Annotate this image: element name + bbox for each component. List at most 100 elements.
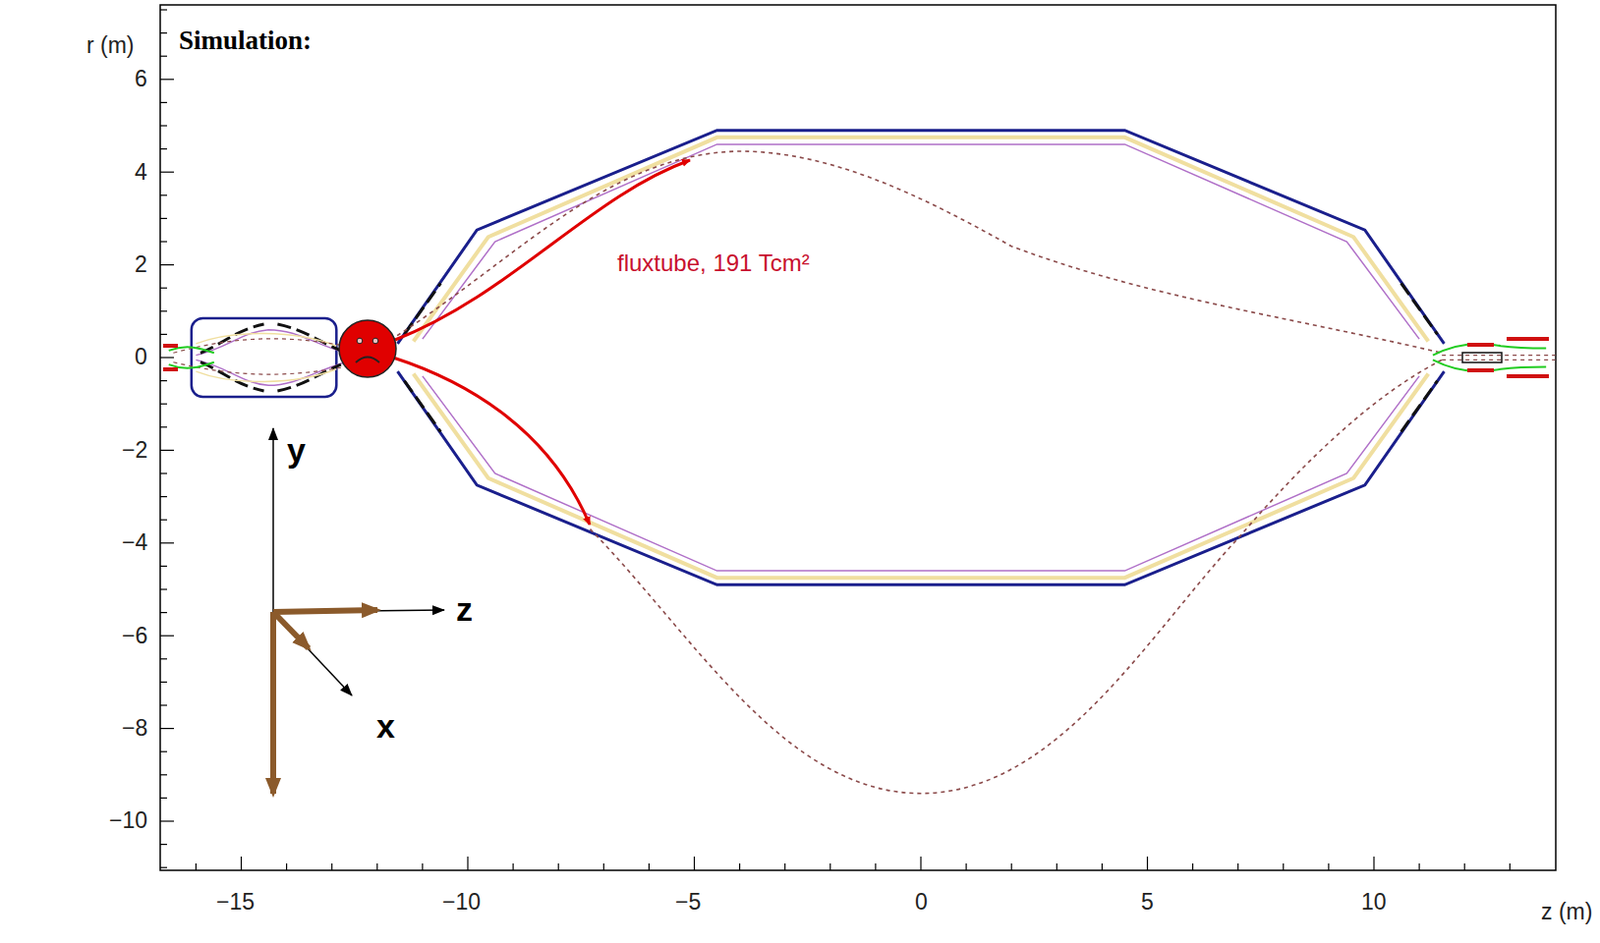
axis-tick	[160, 32, 168, 34]
magnet-coil	[163, 343, 178, 348]
axis-tick	[160, 566, 168, 568]
axis-tick	[160, 194, 168, 196]
axis-tick	[376, 863, 378, 871]
tick-label: 0	[914, 890, 928, 915]
axis-tick	[965, 863, 967, 871]
tick-label: −6	[121, 624, 148, 649]
axis-tick	[160, 496, 168, 498]
tick-label: −10	[442, 890, 481, 915]
axis-title: r (m)	[86, 33, 135, 58]
z-axis-arrow	[273, 610, 445, 613]
axis-tick	[1372, 857, 1374, 871]
axis-tick	[1418, 863, 1420, 871]
y-axis-arrow	[272, 428, 275, 613]
axis-tick	[195, 863, 197, 871]
tick-label: 4	[134, 160, 148, 185]
axis-tick	[160, 148, 168, 150]
coordinate-label: y	[286, 432, 306, 469]
axis-tick	[512, 863, 514, 871]
red-arrow	[393, 357, 590, 525]
axis-tick	[558, 863, 560, 871]
axis-tick	[285, 863, 287, 871]
fluxtube-line	[1441, 355, 1555, 361]
axis-tick	[1237, 863, 1239, 871]
face-eye	[372, 338, 379, 344]
axis-tick	[160, 635, 174, 637]
tick-label: −4	[121, 530, 148, 556]
brown-axis-arrow	[270, 612, 277, 795]
axis-tick	[466, 857, 468, 871]
magnet-coil	[1506, 374, 1549, 379]
plot-frame	[160, 4, 1556, 871]
axis-tick	[1101, 863, 1103, 871]
axis-tick	[160, 542, 174, 544]
axis-tick	[160, 124, 168, 126]
axis-tick	[160, 287, 168, 289]
axis-tick	[874, 863, 876, 871]
axis-tick	[1056, 863, 1058, 871]
vessel-wall	[398, 130, 1445, 344]
plot-title: Simulation:	[178, 26, 312, 57]
sad-face	[339, 320, 397, 378]
axis-tick	[160, 334, 168, 336]
pre-spectrometer-ground	[200, 324, 342, 353]
detector-fieldline	[1432, 343, 1546, 372]
pre-spectrometer-inner	[195, 333, 337, 382]
axis-tick	[160, 588, 168, 590]
spectrometer-geometry	[169, 130, 1556, 795]
end-electrode	[403, 283, 1437, 432]
axis-tick	[1192, 863, 1194, 871]
axis-tick	[1146, 857, 1148, 871]
axis-tick	[160, 820, 174, 822]
magnet-coil	[163, 367, 178, 372]
axis-tick	[1509, 863, 1511, 871]
axis-tick	[739, 863, 741, 871]
axis-title: z (m)	[1541, 900, 1593, 925]
face-eye	[356, 338, 363, 344]
axis-tick	[160, 56, 168, 58]
tick-label: 2	[134, 252, 148, 278]
axis-tick	[160, 867, 168, 869]
inner-electrode	[413, 374, 1429, 579]
tick-label: −15	[216, 890, 255, 915]
axis-tick	[1282, 863, 1284, 871]
brown-axis-arrow	[273, 612, 309, 649]
face-frown	[355, 357, 380, 364]
axis-tick	[603, 863, 605, 871]
axis-tick	[160, 426, 168, 428]
axis-tick	[160, 612, 168, 614]
tick-label: −8	[121, 716, 148, 742]
brown-axis-arrow	[273, 610, 378, 613]
magnet-coil	[1467, 342, 1494, 347]
axis-tick	[784, 863, 786, 871]
axis-tick	[160, 704, 168, 706]
axis-tick	[160, 78, 174, 80]
fluxtube-line	[589, 359, 1442, 794]
axis-tick	[160, 472, 168, 474]
inner-electrode	[413, 137, 1429, 343]
axis-tick	[160, 798, 168, 800]
tick-label: −2	[121, 438, 148, 463]
tick-label: 5	[1141, 890, 1154, 915]
axis-tick	[160, 450, 174, 452]
coordinate-label: x	[376, 708, 396, 745]
axis-tick	[160, 519, 168, 521]
axis-tick	[160, 218, 168, 220]
axis-tick	[160, 658, 168, 660]
axis-tick	[919, 857, 921, 871]
axis-tick	[160, 171, 174, 173]
axis-tick	[829, 863, 831, 871]
detector	[1462, 352, 1502, 363]
tick-label: −5	[675, 890, 701, 915]
axis-tick	[693, 857, 695, 871]
axis-tick	[160, 240, 168, 242]
pre-spectrometer-ground	[200, 362, 342, 392]
coordinate-label: z	[456, 591, 473, 629]
axis-tick	[648, 863, 650, 871]
axis-ticks	[160, 9, 1510, 871]
axis-tick	[160, 682, 168, 684]
axis-tick	[160, 380, 168, 382]
wire-electrode	[422, 376, 1420, 572]
source-fieldline	[169, 346, 215, 368]
